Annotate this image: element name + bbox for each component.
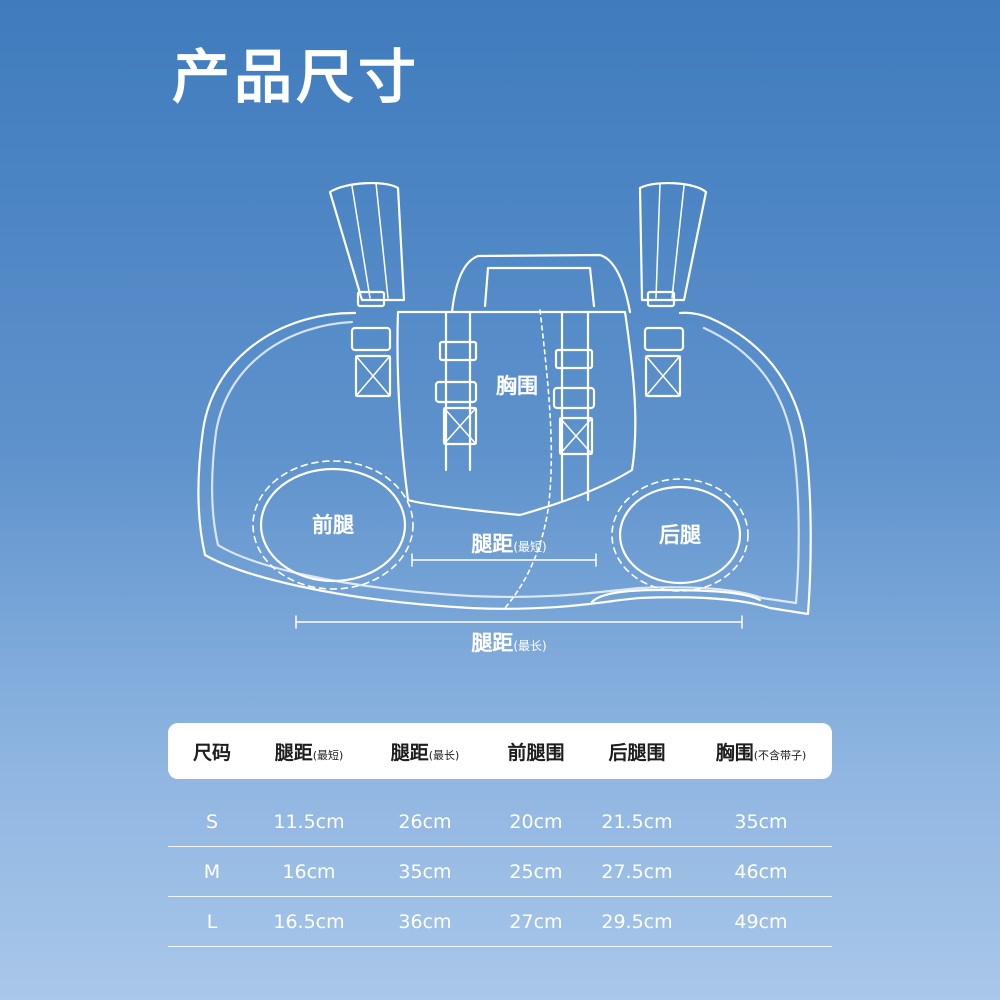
- header-front-leg-girth: 前腿围: [507, 741, 565, 764]
- cell-leg-distance-short: 16.5cm: [273, 910, 345, 933]
- chest-label: 胸围: [496, 374, 538, 398]
- size-table: 尺码 腿距(最短) 腿距(最长) 前腿围 后腿围 胸围(不含带子) S 11.5…: [168, 723, 832, 947]
- cell-chest-girth: 35cm: [734, 810, 788, 833]
- leg-distance-long-label: 腿距(最长): [471, 631, 546, 655]
- leg-distance-short-line: [411, 553, 597, 567]
- leg-distance-long-line: [295, 615, 743, 629]
- harness-body-outline: [197, 311, 812, 616]
- table-row: S 11.5cm 26cm 20cm 21.5cm 35cm: [168, 797, 832, 847]
- cell-leg-distance-long: 36cm: [398, 910, 452, 933]
- front-leg-hole: [259, 467, 407, 583]
- chest-strap-left: [444, 310, 472, 472]
- handle: [450, 253, 632, 314]
- chest-panel: [396, 310, 637, 517]
- table-row: L 16.5cm 36cm 27cm 29.5cm 49cm: [168, 897, 832, 947]
- cell-leg-distance-long: 35cm: [398, 860, 452, 883]
- back-leg-hole: [618, 485, 742, 585]
- header-size: 尺码: [192, 741, 231, 764]
- cell-size: S: [205, 810, 219, 833]
- size-table-header: 尺码 腿距(最短) 腿距(最长) 前腿围 后腿围 胸围(不含带子): [168, 723, 832, 779]
- harness-diagram: 胸围 前腿 后腿 腿距(最短) 腿距(最长): [0, 0, 1000, 700]
- cell-size: M: [203, 860, 221, 883]
- cell-chest-girth: 46cm: [734, 860, 788, 883]
- cell-leg-distance-short: 16cm: [282, 860, 336, 883]
- cell-leg-distance-short: 11.5cm: [273, 810, 345, 833]
- left-shoulder-strap: [328, 181, 406, 302]
- header-leg-distance-long: 腿距(最长): [390, 741, 460, 764]
- cell-chest-girth: 49cm: [734, 910, 788, 933]
- header-chest-girth: 胸围(不含带子): [715, 741, 807, 764]
- leg-distance-short-label: 腿距(最短): [471, 532, 546, 556]
- front-leg-label: 前腿: [312, 513, 354, 537]
- chest-seam: [504, 309, 553, 609]
- cell-size: L: [206, 910, 218, 933]
- table-row: M 16cm 35cm 25cm 27.5cm 46cm: [168, 847, 832, 897]
- cell-leg-distance-long: 26cm: [398, 810, 452, 833]
- cell-front-leg-girth: 27cm: [509, 910, 563, 933]
- harness-body-inner: [210, 320, 800, 605]
- header-leg-distance-short: 腿距(最短): [274, 741, 344, 764]
- cell-back-leg-girth: 27.5cm: [601, 860, 673, 883]
- back-leg-label: 后腿: [659, 523, 701, 547]
- chest-strap-right: [560, 310, 590, 502]
- cell-back-leg-girth: 21.5cm: [601, 810, 673, 833]
- right-shoulder-strap: [638, 181, 708, 302]
- header-back-leg-girth: 后腿围: [608, 741, 666, 764]
- cell-front-leg-girth: 25cm: [509, 860, 563, 883]
- page-title: 产品尺寸: [172, 43, 421, 111]
- cell-front-leg-girth: 20cm: [509, 810, 563, 833]
- cell-back-leg-girth: 29.5cm: [601, 910, 673, 933]
